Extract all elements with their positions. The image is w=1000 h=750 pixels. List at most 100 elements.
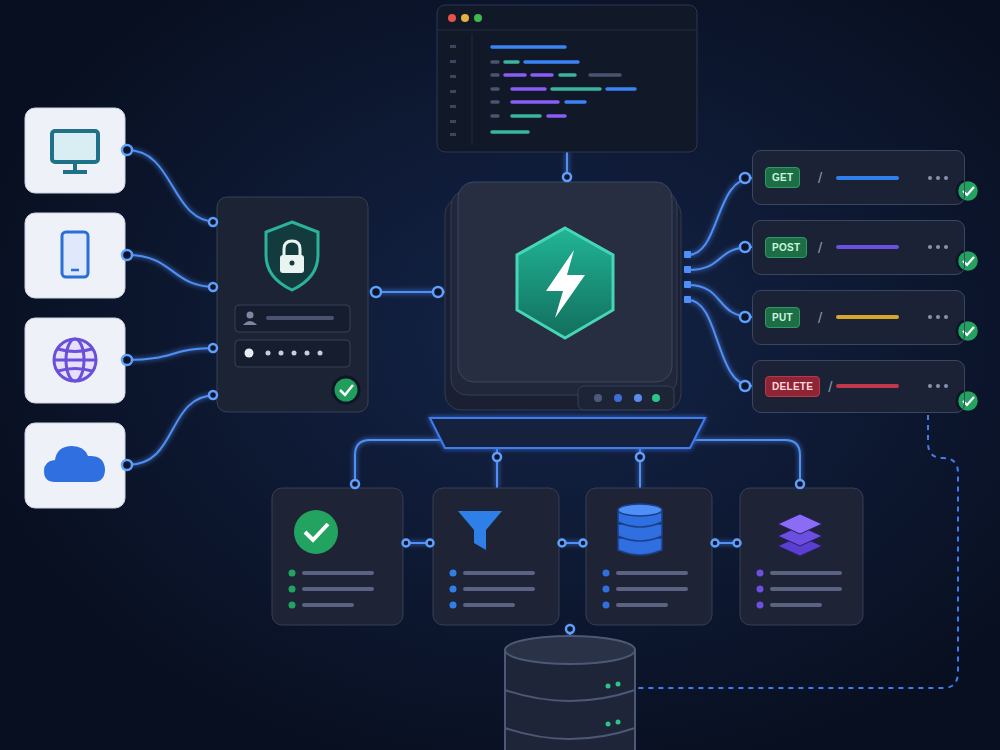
connection-dots-part xyxy=(433,287,443,297)
route-checks xyxy=(957,180,979,412)
route-rows-part-part xyxy=(928,315,932,319)
card-lists-part xyxy=(289,586,296,593)
wires-part xyxy=(688,300,752,386)
code-window-part xyxy=(437,5,697,152)
code-window-part-part xyxy=(450,133,456,136)
wires-part xyxy=(127,150,217,222)
route-checks-part xyxy=(957,180,979,202)
route-row: DELETE/ xyxy=(752,360,965,413)
card-lists-part xyxy=(757,602,764,609)
code-window-part xyxy=(492,47,635,132)
code-window-part-part xyxy=(560,73,575,77)
code-window xyxy=(437,5,697,152)
wires xyxy=(127,150,800,640)
feature-cards-part-part xyxy=(778,514,822,534)
code-window-part xyxy=(461,14,469,22)
connection-dots-part xyxy=(740,242,750,252)
auth-panel-part xyxy=(217,197,368,412)
card-lists xyxy=(289,570,841,609)
route-rows-part xyxy=(752,150,965,205)
code-window-part-part xyxy=(492,87,498,91)
route-rows-part-part xyxy=(936,384,940,388)
auth-panel-part xyxy=(280,255,304,273)
wires-part xyxy=(127,395,217,465)
route-rows-part xyxy=(752,290,965,345)
route-rows-part-part xyxy=(928,176,932,180)
server-hub-part xyxy=(594,394,602,402)
globe-icon-part xyxy=(58,369,92,372)
route-checks-part xyxy=(957,320,979,342)
route-rows-part-part xyxy=(838,245,897,249)
server-hub-part-part xyxy=(684,296,691,303)
route-path: / xyxy=(818,309,822,326)
auth-panel-part xyxy=(333,377,359,403)
auth-panel-part xyxy=(247,312,254,319)
server-hub-part xyxy=(652,394,660,402)
wires-part xyxy=(688,178,752,255)
database-part xyxy=(616,720,621,725)
feature-cards-part xyxy=(458,511,502,550)
server-hub-part-part xyxy=(684,281,691,288)
database-part xyxy=(505,728,635,739)
route-rows-part xyxy=(838,178,897,386)
feature-cards-part xyxy=(586,488,712,625)
card-lists-part xyxy=(772,571,840,575)
card-lists-part xyxy=(618,571,686,575)
connection-dots-part xyxy=(712,540,719,547)
code-window-part-part xyxy=(492,45,565,49)
code-window-part-part xyxy=(450,45,456,48)
connection-dots-part xyxy=(122,145,132,155)
code-window-part xyxy=(448,14,456,22)
device-tiles-part xyxy=(25,108,125,193)
globe-icon-part xyxy=(54,359,96,362)
code-window-part-part xyxy=(512,87,545,91)
route-checks-part xyxy=(957,390,979,412)
feature-cards xyxy=(272,488,863,625)
route-path: / xyxy=(818,239,822,256)
connection-dots-part xyxy=(371,287,381,297)
auth-panel-part xyxy=(292,351,297,356)
code-window-part xyxy=(450,45,456,136)
device-tiles-part xyxy=(25,423,125,508)
connection-dots xyxy=(122,145,804,633)
feature-cards-part xyxy=(778,514,822,556)
auth-panel-part xyxy=(235,340,350,367)
code-window-part-part xyxy=(590,73,620,77)
auth-panel-part xyxy=(305,351,310,356)
route-rows-part xyxy=(928,176,948,388)
phone-icon xyxy=(62,232,88,277)
code-window-part-part xyxy=(512,114,540,118)
route-rows-part-part xyxy=(944,315,948,319)
connection-dots-part xyxy=(403,540,410,547)
card-lists-part xyxy=(304,587,372,591)
database-part xyxy=(505,636,635,664)
route-rows-part-part xyxy=(936,315,940,319)
code-window-part xyxy=(472,34,473,145)
route-checks-part xyxy=(957,250,979,272)
code-window-part-part xyxy=(552,87,600,91)
route-rows-part-part xyxy=(838,315,897,319)
route-rows-part-part xyxy=(838,384,897,388)
code-window-part-part xyxy=(492,130,528,134)
card-lists-part xyxy=(465,571,533,575)
cloud-icon-part xyxy=(44,446,105,482)
database-part xyxy=(616,682,621,687)
auth-panel-part xyxy=(290,261,295,266)
feature-cards-part xyxy=(740,488,863,625)
card-lists-part xyxy=(465,603,513,607)
connection-dots-part xyxy=(209,218,217,226)
database-part xyxy=(606,722,611,727)
monitor-icon-part xyxy=(73,162,77,171)
feature-cards-part xyxy=(618,504,662,555)
card-lists-part xyxy=(618,603,666,607)
code-window-part-part xyxy=(450,120,456,123)
code-window-part-part xyxy=(532,73,552,77)
server-hub-part-part xyxy=(684,266,691,273)
server-hub-part xyxy=(546,250,585,318)
route-rows-part xyxy=(752,360,965,413)
connection-dots-part xyxy=(122,250,132,260)
feature-cards-part xyxy=(272,488,403,625)
card-lists-part xyxy=(450,602,457,609)
auth-panel-part xyxy=(243,321,257,325)
